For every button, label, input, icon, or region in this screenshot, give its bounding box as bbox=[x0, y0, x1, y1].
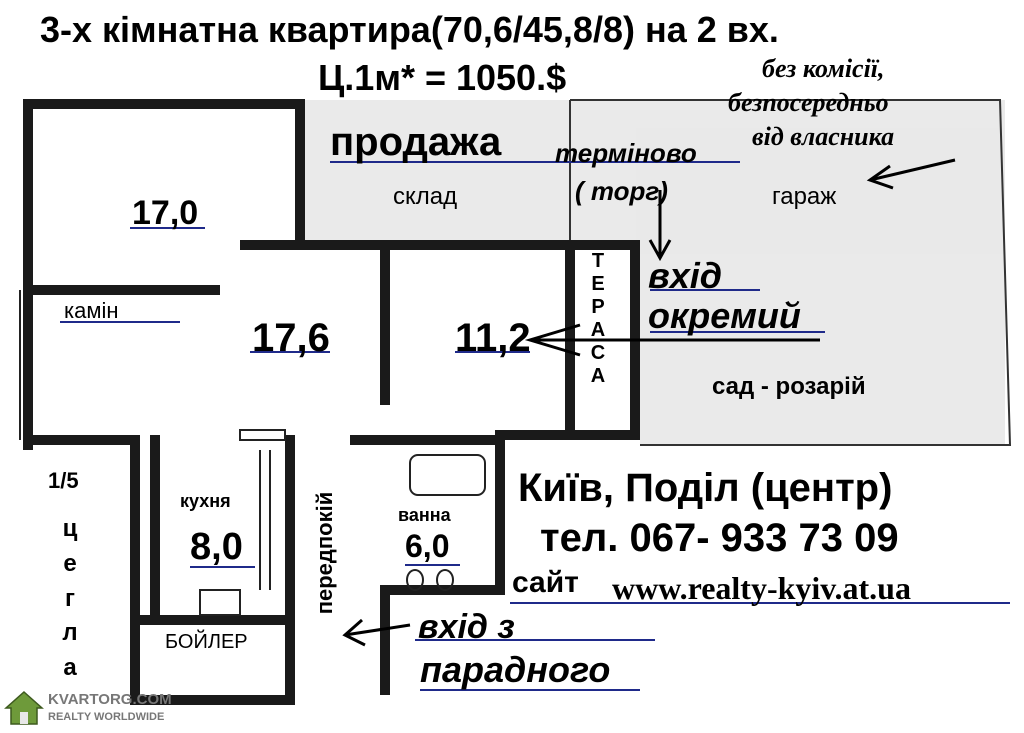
building-material: цегла bbox=[62, 515, 78, 682]
room-area-bath: 6,0 bbox=[405, 528, 450, 564]
note-urgent: терміново bbox=[555, 138, 697, 168]
price-per-m2: Ц.1м* = 1050.$ bbox=[318, 57, 567, 98]
room-area-17-6: 17,6 bbox=[252, 316, 330, 360]
note-separate-entrance-2: окремий bbox=[648, 295, 801, 336]
label-garage: гараж bbox=[772, 183, 837, 210]
location: Київ, Поділ (центр) bbox=[518, 466, 893, 510]
logo-tagline: REALTY WORLDWIDE bbox=[48, 711, 165, 723]
label-boiler: БОЙЛЕР bbox=[165, 631, 248, 653]
house-icon bbox=[4, 690, 44, 725]
page-title: 3-х кімнатна квартира(70,6/45,8/8) на 2 … bbox=[40, 9, 779, 50]
note-direct: безпосередньо bbox=[728, 88, 889, 117]
site-url[interactable]: www.realty-kyiv.at.ua bbox=[612, 570, 911, 606]
floor-info: 1/5 bbox=[48, 468, 79, 493]
room-area-kitchen: 8,0 bbox=[190, 526, 243, 568]
note-from-owner: від власника bbox=[752, 122, 895, 151]
watermark-logo: KVARTORG.COM REALTY WORLDWIDE bbox=[4, 688, 194, 728]
label-hall: передпокій bbox=[312, 491, 337, 615]
label-garden: сад - розарій bbox=[712, 373, 866, 400]
room-area-17-0: 17,0 bbox=[132, 194, 199, 232]
phone: тел. 067- 933 73 09 bbox=[540, 516, 899, 560]
room-area-11-2: 11,2 bbox=[455, 316, 531, 360]
site-label: сайт bbox=[512, 566, 579, 599]
note-sale: продажа bbox=[330, 120, 502, 164]
note-front-entrance-1: вхід з bbox=[418, 608, 515, 646]
label-storage: склад bbox=[393, 183, 458, 210]
note-bargain: ( торг) bbox=[575, 176, 668, 206]
label-kitchen: кухня bbox=[180, 491, 231, 511]
label-terrace: ТЕРАСА bbox=[590, 250, 606, 387]
label-fireplace: камін bbox=[64, 298, 119, 323]
label-bath: ванна bbox=[398, 505, 451, 525]
note-separate-entrance-1: вхід bbox=[648, 255, 723, 296]
note-no-commission: без комісії, bbox=[762, 54, 885, 83]
logo-name: KVARTORG.COM bbox=[48, 691, 172, 708]
note-front-entrance-2: парадного bbox=[420, 649, 611, 690]
